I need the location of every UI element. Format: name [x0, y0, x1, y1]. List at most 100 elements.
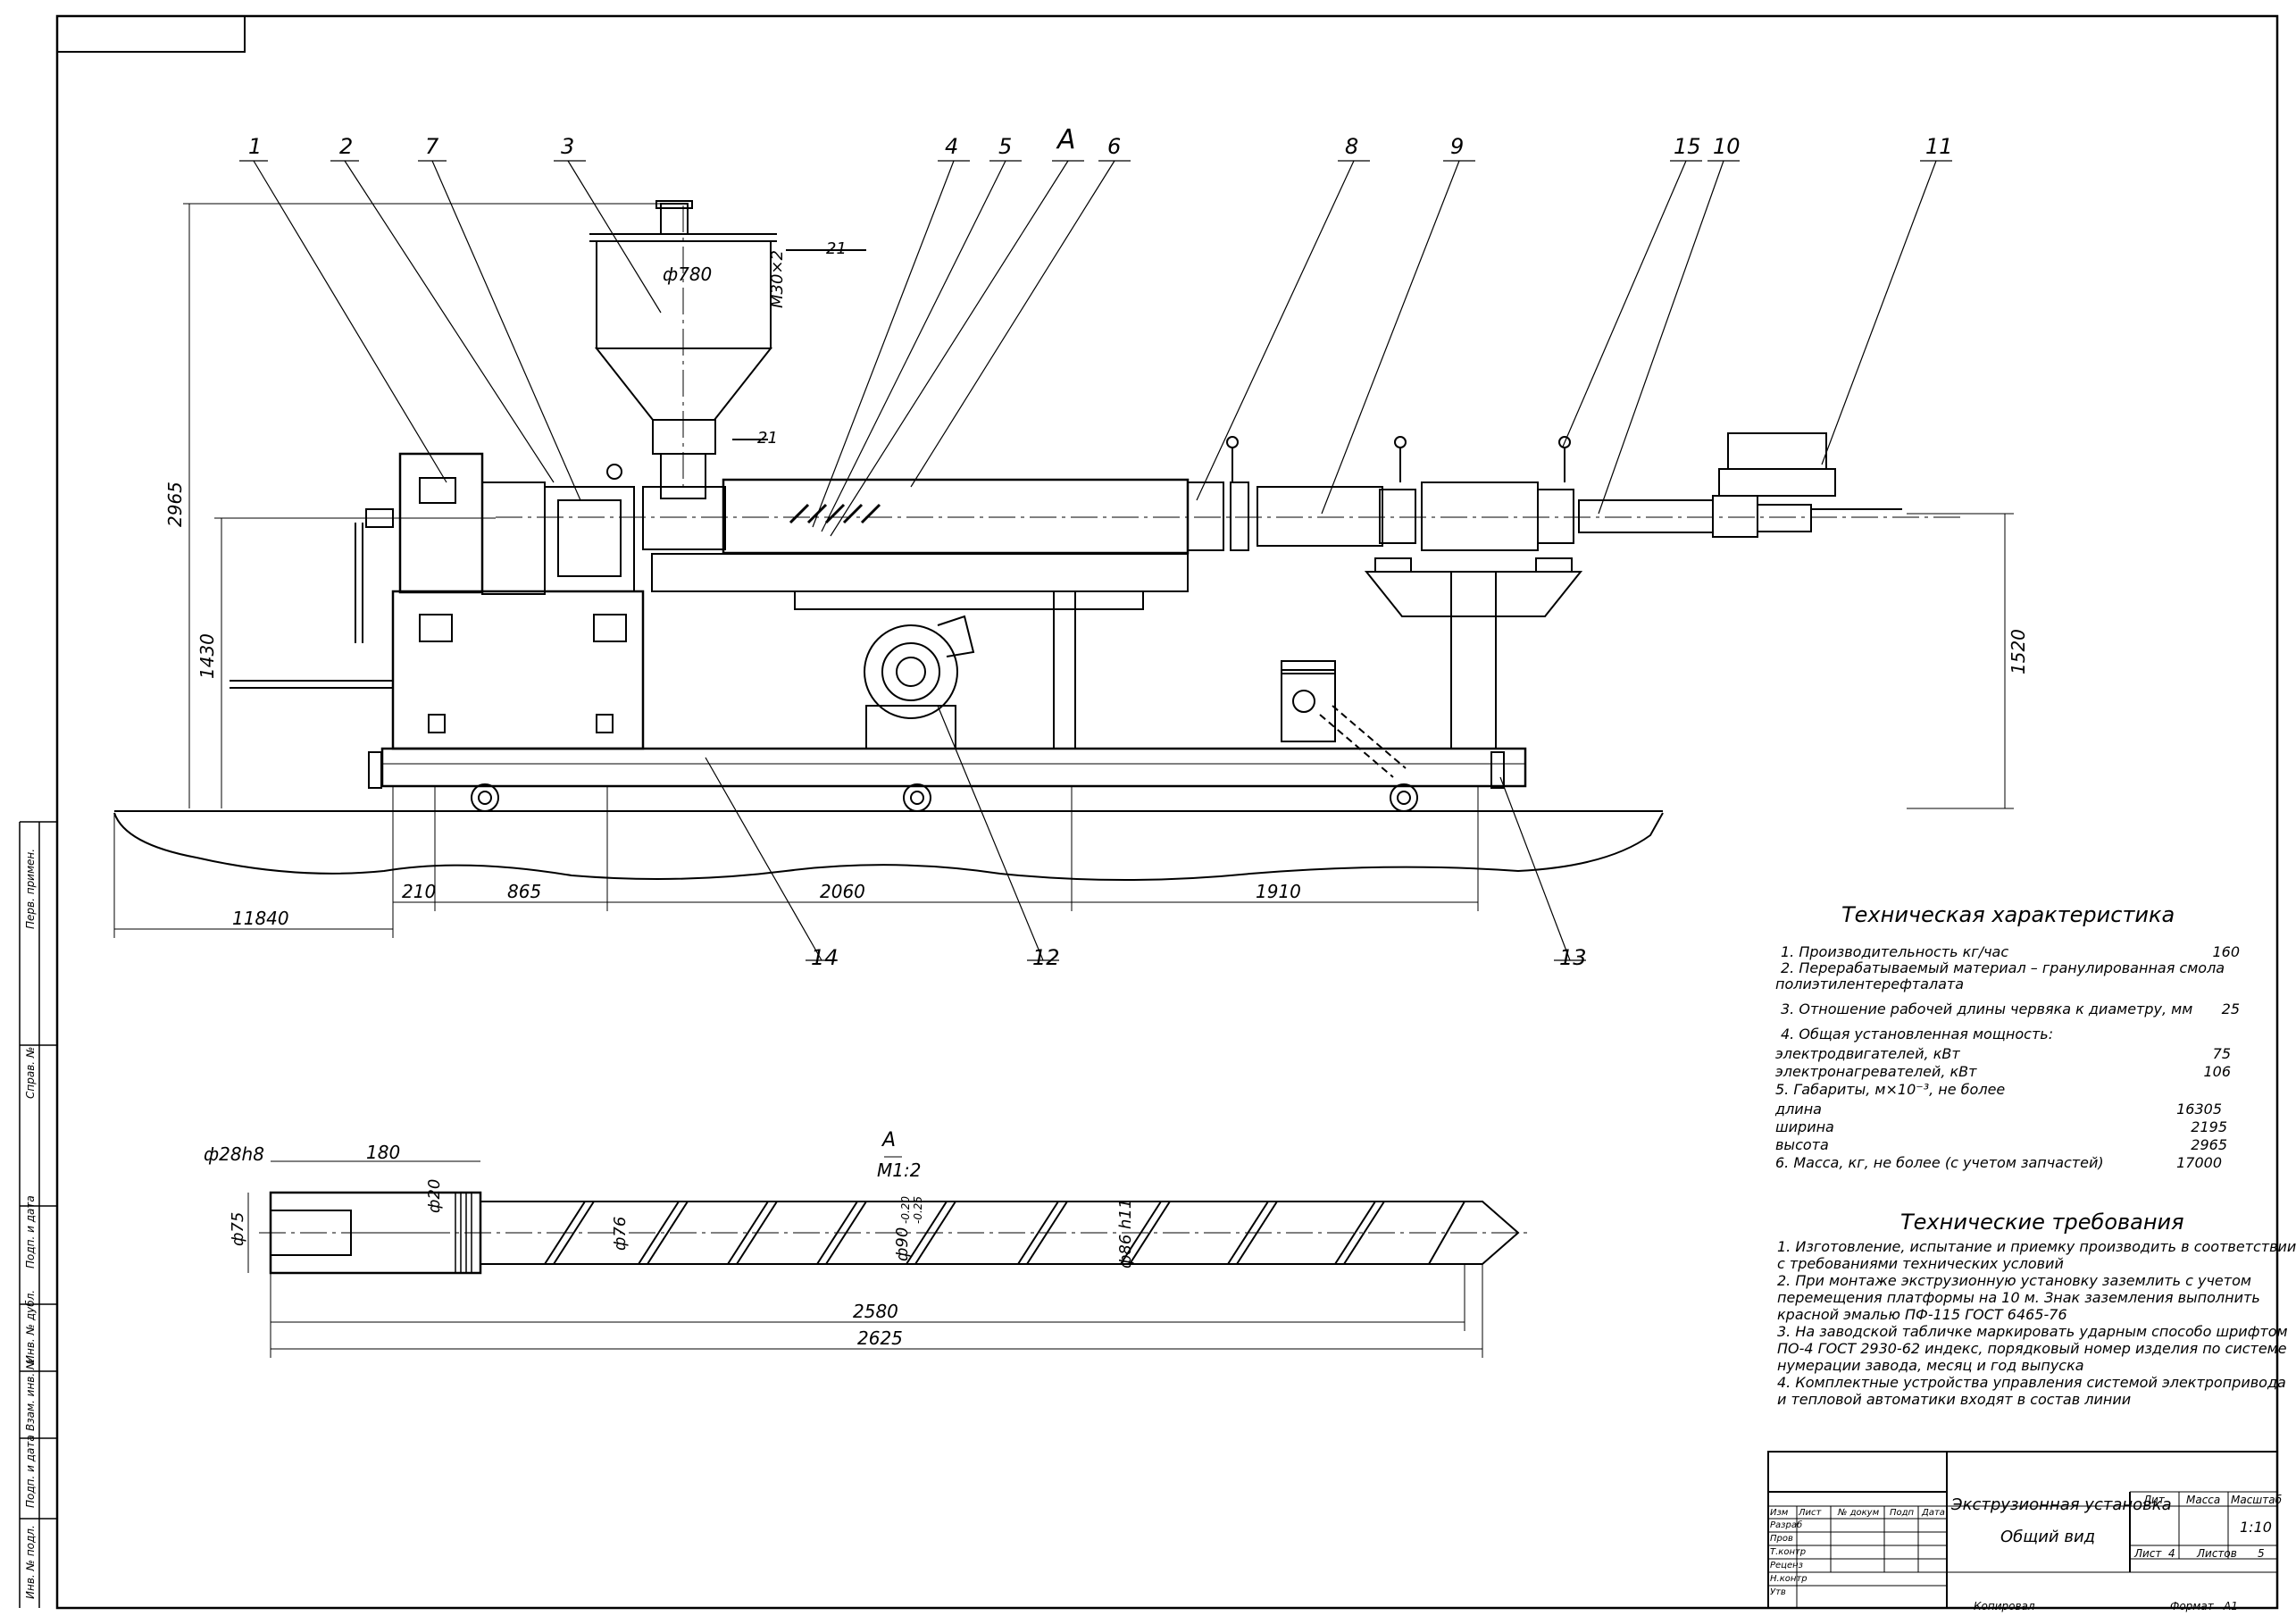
tech-req-line: перемещения платформы на 10 м. Знак зазе…	[1777, 1289, 2260, 1306]
tb-sheet-value: 4	[2168, 1547, 2175, 1560]
side-stamp-replace-no: Взам. инв. №	[24, 1358, 37, 1431]
dim-base-11840: 11840	[232, 908, 289, 929]
tb-format-value: А1	[2224, 1600, 2238, 1612]
tb-head-izm: Изм	[1770, 1508, 1789, 1518]
tech-char-row: 6. Масса, кг, не более (с учетом запчаст…	[1775, 1156, 2240, 1174]
tech-req-line: красной эмалью ПФ-115 ГОСТ 6465-76	[1777, 1306, 2067, 1323]
tech-char-row: ширина 2195	[1775, 1120, 2240, 1138]
tb-sheet-label: Лист	[2134, 1547, 2162, 1560]
corner-stamp	[56, 15, 246, 53]
tech-char-text: длина	[1775, 1101, 1822, 1118]
tb-role-developer: Разраб	[1770, 1520, 1803, 1530]
callout-15: 15	[1674, 134, 1701, 159]
tb-copied: Копировал	[1974, 1600, 2035, 1612]
side-stamp-orig-no: Инв. № подл.	[24, 1525, 37, 1599]
dim-marker-top: 21	[826, 239, 847, 258]
tech-req-line: 4. Комплектные устройства управления сис…	[1777, 1374, 2286, 1391]
extrusion-line-main-view	[113, 160, 2014, 961]
callout-14: 14	[811, 945, 839, 970]
callout-2: 2	[339, 134, 354, 159]
tech-char-value: 160	[2212, 943, 2240, 960]
tb-role-ncontrol: Н.контр	[1770, 1574, 1808, 1584]
tb-lit-label: Лит	[2143, 1494, 2165, 1506]
screw-view-label: А	[882, 1129, 897, 1151]
dim-180: 180	[366, 1142, 401, 1163]
tech-char-value: 16305	[2176, 1101, 2222, 1118]
tech-char-value: 17000	[2176, 1154, 2222, 1171]
dim-86: ф86 h11	[1116, 1198, 1135, 1269]
tech-char-text: 1. Производительность кг/час	[1781, 943, 2009, 960]
callout-12: 12	[1032, 945, 1060, 970]
tech-char-row: 3. Отношение рабочей длины червяка к диа…	[1775, 1002, 2240, 1027]
dim-90-tol-upper: -0.20	[899, 1195, 912, 1224]
screw-view-scale: М1:2	[877, 1160, 922, 1181]
tech-char-value: 25	[2221, 1001, 2240, 1017]
tb-role-reviewer: Реценз	[1770, 1561, 1803, 1570]
tech-req-list: 1. Изготовление, испытание и приемку про…	[1777, 1238, 2296, 1410]
dim-2580: 2580	[853, 1301, 898, 1322]
side-stamp-sign-date-2: Подп. и дата	[24, 1435, 37, 1508]
tech-req-line: 1. Изготовление, испытание и приемку про…	[1777, 1238, 2296, 1255]
tech-char-value: 106	[2203, 1063, 2231, 1080]
dim-76: ф76	[611, 1216, 630, 1251]
dim-hopper-thread: М30×2	[768, 250, 787, 308]
tech-req-line: нумерации завода, месяц и год выпуска	[1777, 1357, 2084, 1374]
side-stamp-dup-no: Инв. № дубл.	[24, 1289, 37, 1363]
tech-req-line: 2. При монтаже экструзионную установку з…	[1777, 1272, 2251, 1289]
tech-char-text: ширина	[1775, 1118, 1834, 1135]
tech-char-text: 6. Масса, кг, не более (с учетом запчаст…	[1775, 1154, 2104, 1171]
tb-head-list: Лист	[1799, 1508, 1822, 1518]
callout-10: 10	[1713, 134, 1741, 159]
tb-sheets-label: Листов	[2197, 1547, 2237, 1560]
tech-char-row: высота 2965	[1775, 1138, 2240, 1156]
tech-char-row: электронагревателей, кВт 106	[1775, 1065, 2240, 1083]
tech-req-line: с требованиями технических условий	[1777, 1255, 2064, 1272]
tb-head-doc: № докум	[1838, 1508, 1880, 1518]
tech-req-title: Технические требования	[1900, 1210, 2184, 1235]
dim-hopper-diameter: ф780	[663, 264, 713, 285]
callout-7: 7	[425, 134, 439, 159]
tech-char-text: электродвигателей, кВт	[1775, 1045, 1960, 1062]
dim-2625: 2625	[857, 1327, 903, 1349]
callout-3: 3	[561, 134, 575, 159]
callout-9: 9	[1450, 134, 1465, 159]
tech-char-row: полиэтилентерефталата	[1775, 977, 2240, 1002]
dim-90-tol-lower: -0.25	[912, 1195, 924, 1224]
side-stamp-strip	[19, 821, 57, 1608]
tech-char-value: 2965	[2191, 1136, 2227, 1153]
side-stamp-first-use: Перв. примен.	[24, 848, 37, 929]
dim-base-865: 865	[507, 881, 542, 902]
side-stamp-ref-no: Справ. №	[24, 1046, 37, 1099]
callout-4: 4	[945, 134, 959, 159]
tb-role-tcontrol: Т.контр	[1770, 1547, 1807, 1557]
dim-base-210: 210	[402, 881, 437, 902]
sheet-frame	[55, 14, 2279, 1610]
screw-detail-view	[247, 1156, 1527, 1358]
callout-1: 1	[248, 134, 263, 159]
tb-head-date: Дата	[1922, 1508, 1945, 1518]
dim-axis-height-right: 1520	[2008, 629, 2029, 674]
tech-char-row: длина 16305	[1775, 1102, 2240, 1120]
dim-90: ф90	[893, 1227, 912, 1261]
tech-char-text: электронагревателей, кВт	[1775, 1063, 1977, 1080]
tb-head-sign: Подп	[1890, 1508, 1915, 1518]
tech-char-value: 2195	[2191, 1118, 2227, 1135]
tech-char-row: 4. Общая установленная мощность:	[1775, 1027, 2240, 1047]
dim-total-height: 2965	[164, 481, 186, 527]
dim-shank: ф28h8	[204, 1143, 264, 1165]
dim-20: ф20	[425, 1178, 444, 1213]
tech-req-line: ПО-4 ГОСТ 2930-62 индекс, порядковый ном…	[1777, 1340, 2287, 1357]
tech-char-text: 4. Общая установленная мощность:	[1781, 1026, 2054, 1042]
tb-mass-label: Масса	[2186, 1494, 2221, 1506]
tb-sheets-value: 5	[2258, 1547, 2265, 1560]
tech-char-text: высота	[1775, 1136, 1829, 1153]
title-name-line2: Общий вид	[2000, 1528, 2096, 1546]
callout-5: 5	[998, 134, 1013, 159]
side-stamp-sign-date-1: Подп. и дата	[24, 1195, 37, 1269]
tb-role-approver: Утв	[1770, 1587, 1786, 1597]
tech-char-text: 3. Отношение рабочей длины червяка к диа…	[1781, 1001, 2193, 1017]
dim-marker-bottom: 21	[757, 429, 778, 448]
callout-6: 6	[1107, 134, 1122, 159]
dim-base-1910: 1910	[1256, 881, 1301, 902]
